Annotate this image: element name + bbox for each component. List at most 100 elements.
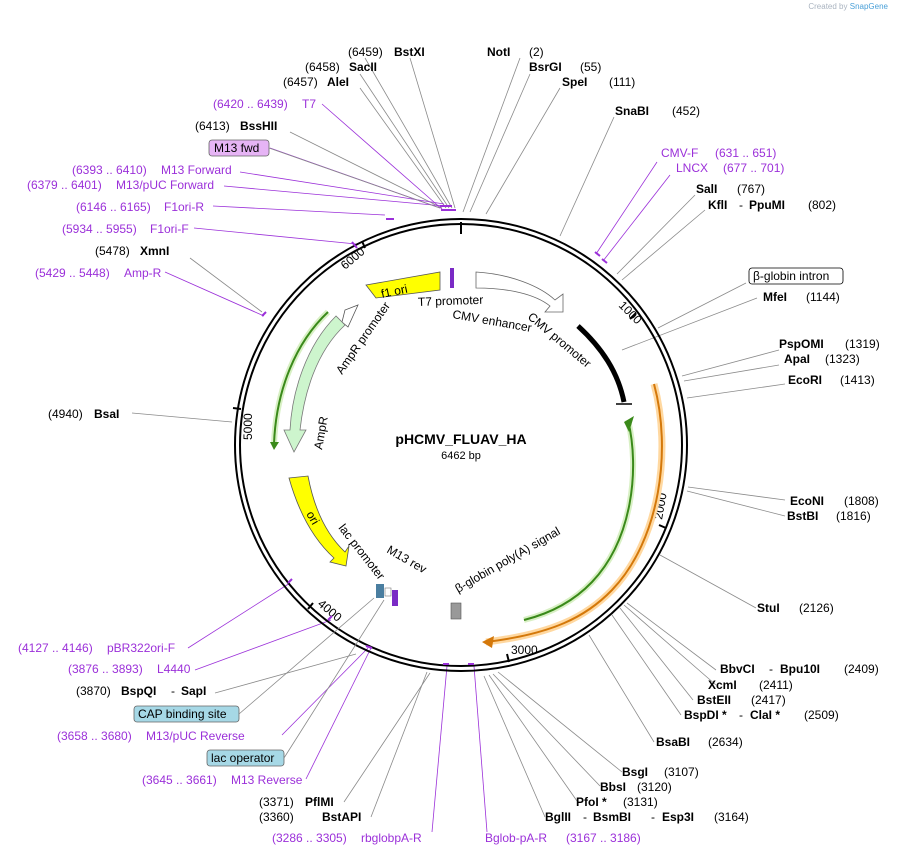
enzyme-pos-pflmi: (3371): [259, 795, 294, 809]
primer-range-l4440: (3876 .. 3893): [68, 662, 143, 676]
primer-range-cmv-f: (631 .. 651): [715, 146, 776, 160]
label-m13-rev: M13 rev: [385, 542, 430, 576]
enzyme-pos-xmni: (5478): [95, 244, 130, 258]
primer-m13puc-rev: M13/pUC Reverse: [146, 729, 245, 743]
cmv-enhancer-arrow: [475, 271, 564, 313]
enzyme-pos-bsshii: (6413): [195, 119, 230, 133]
enzyme-bglii-sep: -: [583, 810, 587, 824]
enzyme-pos-bstbi: (1816): [836, 509, 871, 523]
enzyme-bsabi: BsaBI: [656, 735, 690, 749]
label-ampr: AmpR: [311, 415, 331, 451]
tick-6000: 6000: [338, 244, 368, 272]
enzyme-pos-econi: (1808): [844, 494, 879, 508]
enzyme-pos-bsabi: (2634): [708, 735, 743, 749]
enzyme-esp3i: Esp3I: [662, 810, 694, 824]
primer-rbglobpa-r: rbglobpA-R: [361, 831, 422, 845]
orange-arc: [485, 383, 663, 643]
plasmid-length: 6462 bp: [441, 450, 481, 462]
primer-t7: T7: [302, 97, 316, 111]
primer-lncx: LNCX: [676, 161, 708, 175]
label-ori: ori: [303, 509, 322, 528]
enzyme-pos-bglii: (3164): [714, 810, 749, 824]
primer-m13rev: M13 Reverse: [231, 773, 303, 787]
plasmid-name: pHCMV_FLUAV_HA: [395, 431, 526, 447]
enzyme-pos-pfoi: (3131): [623, 795, 658, 809]
primer-range-f1ori-r: (6146 .. 6165): [76, 200, 151, 214]
enzyme-bspqi-sep: -: [171, 684, 175, 698]
cmv-promoter-bar: [576, 324, 627, 403]
enzyme-pos-bstxi: (6459): [348, 45, 383, 59]
enzyme-bsai: BsaI: [94, 407, 119, 421]
enzyme-apai: ApaI: [784, 352, 810, 366]
f1-ori-arrow: [365, 271, 441, 299]
t7-promoter-mark: [450, 268, 454, 288]
enzyme-ecori: EcoRI: [788, 373, 822, 387]
primer-range-pbr322ori-f: (4127 .. 4146): [18, 641, 93, 655]
enzyme-bsrgi: BsrGI: [529, 60, 562, 74]
enzyme-bstapi: BstAPI: [322, 810, 361, 824]
enzyme-pspomi: PspOMI: [779, 337, 824, 351]
primer-range-bglob-pa-r: (3167 .. 3186): [566, 831, 641, 845]
enzyme-pos-bbvci: (2409): [844, 662, 879, 676]
primer-f1ori-f: F1ori-F: [150, 222, 189, 236]
label-f1-ori: f1 ori: [380, 282, 409, 301]
enzyme-bsgi: BsgI: [622, 765, 648, 779]
ampr-arrow: [283, 315, 346, 453]
primer-pbr322ori-f: pBR322ori-F: [107, 641, 175, 655]
enzyme-pos-bsai: (4940): [48, 407, 83, 421]
ampr-promoter-arrow: [341, 304, 359, 328]
primer-bglob-pa-r: Bglob-pA-R: [485, 831, 547, 845]
enzyme-pos-apai: (1323): [825, 352, 860, 366]
polya-mark: [450, 602, 462, 620]
enzyme-pos-bsteii: (2417): [751, 693, 786, 707]
label-ampr-promoter: AmpR promoter: [333, 299, 393, 376]
enzyme-stui: StuI: [757, 601, 780, 615]
primer-range-m13puc-fwd: (6379 .. 6401): [27, 178, 102, 192]
enzyme-noti: NotI: [487, 45, 510, 59]
enzyme-bbvci-sep: -: [769, 662, 773, 676]
label-t7-promoter: T7 promoter: [418, 293, 484, 309]
primer-labels: (6420 .. 6439) T7 (6393 .. 6410) M13 For…: [18, 97, 784, 845]
enzyme-clai: ClaI *: [750, 708, 780, 722]
tick-1000: 1000: [616, 298, 645, 327]
enzyme-kfli-sep: -: [739, 198, 743, 212]
primer-range-f1ori-f: (5934 .. 5955): [62, 222, 137, 236]
enzyme-xmni: XmnI: [140, 244, 169, 258]
enzyme-labels: (6459) BstXI (6458) SacII (6457) AleI (6…: [48, 45, 880, 824]
enzyme-snabi: SnaBI: [615, 104, 649, 118]
enzyme-bspqi: BspQI: [121, 684, 156, 698]
enzyme-pfoi: PfoI *: [576, 795, 607, 809]
enzyme-pos-pspomi: (1319): [845, 337, 880, 351]
enzyme-bpu10i: Bpu10I: [780, 662, 820, 676]
enzyme-pos-stui: (2126): [799, 601, 834, 615]
enzyme-bspdi: BspDI *: [684, 708, 727, 722]
enzyme-kfli: KflI: [708, 198, 727, 212]
cap-site-mark: [376, 584, 384, 598]
primer-range-m13fwd: (6393 .. 6410): [72, 163, 147, 177]
boxed-beta-globin-intron: β-globin intron: [753, 269, 829, 283]
enzyme-bbsi: BbsI: [600, 780, 626, 794]
enzyme-pos-ecori: (1413): [840, 373, 875, 387]
enzyme-bstxi: BstXI: [394, 45, 425, 59]
label-cmv-promoter: CMV promoter: [525, 310, 594, 371]
boxed-cap-binding-site: CAP binding site: [138, 707, 227, 721]
enzyme-pos-sacii: (6458): [305, 60, 340, 74]
backbone-outer: [234, 218, 688, 672]
features: [270, 268, 666, 648]
enzyme-pos-alei: (6457): [283, 75, 318, 89]
enzyme-alei: AleI: [327, 75, 349, 89]
primer-range-m13puc-rev: (3658 .. 3680): [57, 729, 132, 743]
ori-arrow: [288, 475, 350, 567]
enzyme-pos-spei: (111): [609, 75, 635, 89]
tick-3000: 3000: [511, 643, 538, 657]
enzyme-bsmbi-sep: -: [651, 810, 655, 824]
primer-l4440: L4440: [157, 662, 191, 676]
enzyme-spei: SpeI: [562, 75, 587, 89]
enzyme-bstbi: BstBI: [787, 509, 818, 523]
enzyme-pos-mfei: (1144): [806, 290, 840, 304]
enzyme-pos-xcmi: (2411): [759, 678, 793, 692]
primer-lines: [164, 103, 671, 833]
m13-rev-mark: [392, 590, 398, 606]
enzyme-sapi: SapI: [181, 684, 206, 698]
